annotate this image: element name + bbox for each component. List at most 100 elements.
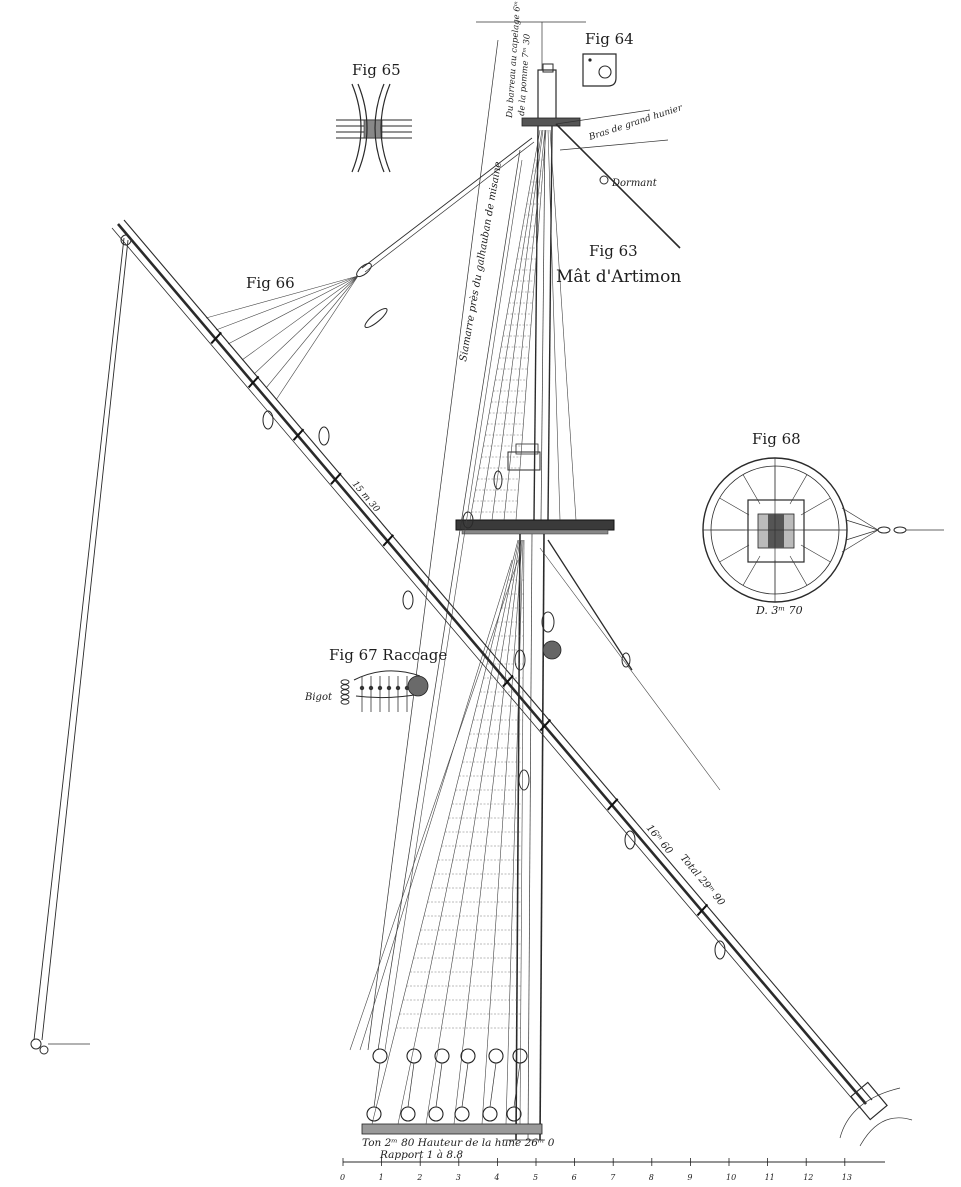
deadeye (488, 1048, 504, 1064)
yard-clamp (247, 375, 260, 389)
scale-tick-label: 2 (416, 1173, 422, 1182)
fig67-label: Fig 67 Raccage (329, 646, 447, 664)
fig68-label: Fig 68 (752, 430, 801, 448)
lanyard (435, 1062, 443, 1108)
deadeye (372, 1048, 388, 1064)
yard-clamp (606, 798, 619, 811)
lower-ratlines (396, 579, 524, 1029)
lower-brace (539, 539, 721, 791)
deadeye (434, 1048, 450, 1064)
yard-block (624, 830, 636, 850)
top-batten (742, 555, 761, 586)
deadeye (366, 1106, 382, 1122)
mizzen-mast (361, 63, 615, 1141)
raccage-truck (404, 685, 410, 691)
yard-clamp (502, 674, 514, 688)
scale-tick-label: 9 (687, 1173, 692, 1182)
yard-clamp (210, 331, 222, 345)
dormant-label: Dormant (611, 178, 658, 189)
top-batten (789, 555, 808, 586)
raccage-truck (359, 685, 365, 691)
scale-tick-label: 1 (379, 1173, 384, 1182)
crowfoot-leg (205, 275, 359, 319)
yard-length-1: 15 m 30 (350, 480, 382, 515)
bigot-bead (340, 699, 350, 705)
scale-tick-label: 12 (803, 1173, 813, 1182)
fig65-label: Fig 65 (352, 61, 401, 79)
topmast-ratlines (471, 159, 544, 513)
crowfoot-leg (241, 275, 359, 361)
deadeye (454, 1106, 470, 1122)
yard-block (402, 590, 414, 610)
yard-clamp (539, 718, 552, 732)
yard-block (714, 940, 726, 960)
crowfoot-leg (275, 275, 359, 401)
yard-clamp (382, 534, 395, 547)
yard-halyard (30, 234, 132, 1055)
lanyard (461, 1062, 469, 1108)
deadeye (406, 1048, 422, 1064)
bigot-bead (340, 694, 350, 700)
scale-tick-label: 13 (842, 1173, 852, 1182)
deadeye (400, 1106, 416, 1122)
bigot-label: Bigot (304, 692, 333, 703)
scale-tick-label: 7 (610, 1173, 616, 1182)
top-batten (800, 544, 831, 563)
deadeye (460, 1048, 476, 1064)
top-batten (719, 544, 750, 563)
mizzen-top-platform (455, 519, 615, 531)
fig66-label: Fig 66 (246, 274, 295, 292)
deadeye (428, 1106, 444, 1122)
lanyard (513, 1062, 521, 1108)
bigot-bead (340, 689, 350, 695)
mast-tackle (462, 470, 562, 791)
masthead-cap (537, 69, 557, 123)
ton-hauteur-note: Ton 2ᵐ 80 Hauteur de la hune 26ᵐ 0 (362, 1137, 555, 1149)
deadeye (506, 1106, 522, 1122)
scale-tick-label: 11 (765, 1173, 775, 1182)
fig63-label: Fig 63 (589, 242, 638, 260)
crowfoot-leg (265, 275, 359, 389)
yard-block (262, 410, 274, 430)
top-batten (800, 497, 831, 516)
raccage-truck (386, 685, 392, 691)
scale-tick-label: 10 (726, 1173, 736, 1182)
top-batten (719, 497, 750, 516)
scale-tick-label: 4 (493, 1173, 499, 1182)
top-batten (789, 474, 808, 505)
deadeye (512, 1048, 528, 1064)
bigot-bead (340, 684, 350, 690)
fig67-diagram (340, 670, 429, 712)
mizzen-yard (111, 219, 913, 1147)
scale-tick-label: 8 (649, 1173, 654, 1182)
bigot-bead (340, 679, 350, 685)
fig63-title: Mât d'Artimon (556, 267, 681, 287)
yard-clamp (292, 428, 305, 441)
topsail-brace (555, 109, 681, 249)
fig68-diagram (702, 457, 944, 603)
scale-tick-label: 3 (456, 1173, 461, 1182)
forward-stays (349, 39, 523, 1051)
crowfoot-leg (253, 275, 359, 375)
fig64-label: Fig 64 (585, 30, 634, 48)
deadeye (482, 1106, 498, 1122)
raccage-truck (377, 685, 383, 691)
truck (542, 63, 554, 73)
fig64-diagram (582, 53, 617, 87)
deadeyes-lower (366, 1062, 522, 1122)
fig68-diameter: D. 3ᵐ 70 (755, 604, 803, 617)
scale-tick-label: 5 (533, 1173, 538, 1182)
lanyard (373, 1062, 381, 1108)
raccage-truck (368, 685, 374, 691)
yard-clamp (330, 472, 342, 485)
brace-label: Bras de grand hunier (587, 103, 684, 143)
rapport-note: Rapport 1 à 8.8 (379, 1149, 463, 1161)
crosstrees-top (521, 117, 581, 127)
lanyard (489, 1062, 497, 1108)
yard-length-2: 16ᵐ 60 (644, 823, 675, 857)
fig65-diagram (336, 83, 412, 173)
crowfoot-leg (215, 275, 359, 331)
crowfoot-leg (227, 275, 359, 345)
